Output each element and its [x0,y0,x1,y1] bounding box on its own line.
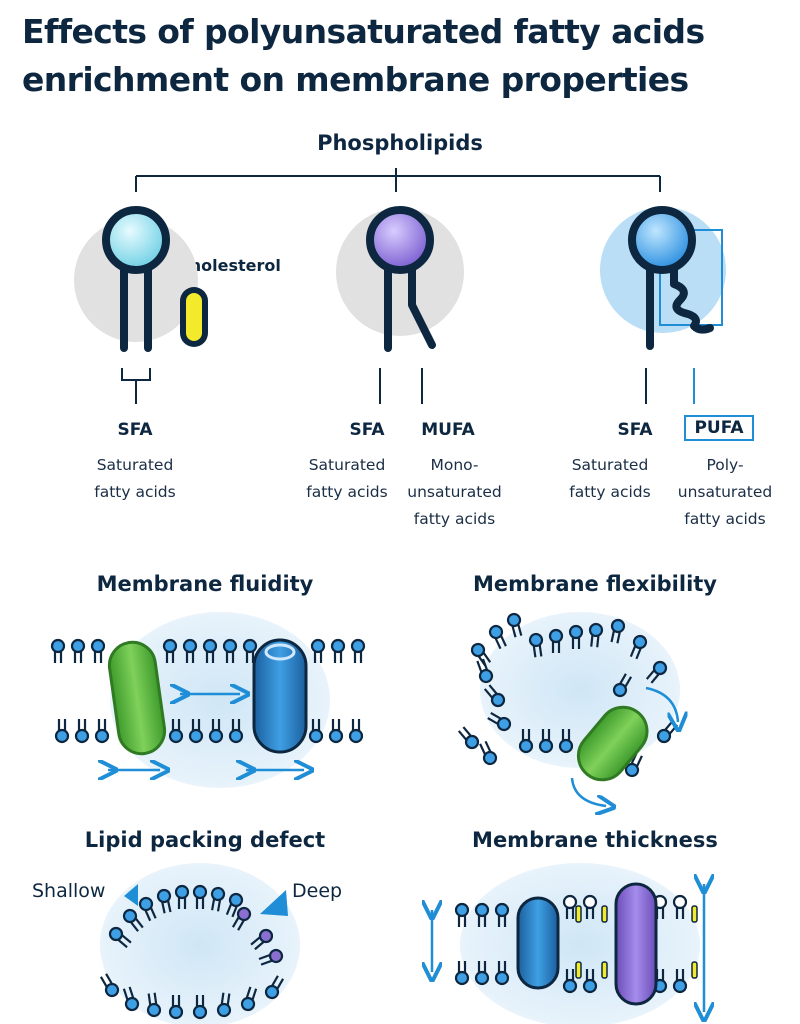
pufa-highlight-box: PUFA [684,415,754,441]
phospholipids-bracket [135,168,661,192]
shallow-triangle [124,884,138,906]
fa-label-mufa: MUFA [421,420,475,440]
fa-desc-sfa-2: Saturated fatty acids [306,456,388,501]
green-rod-flexibility [576,705,649,782]
purple-rod-thickness [614,882,658,1006]
cholesterol-rod [180,287,208,347]
fa-label-pufa: PUFA [664,415,774,441]
section-title-fluidity: Membrane fluidity [96,572,314,596]
fa-desc-sfa-3: Saturated fatty acids [569,456,651,501]
fa-desc-pufa: Poly-unsaturated fatty acids [677,456,773,528]
fa-label-sfa-2: SFA [349,420,385,440]
fa-label-sfa-1: SFA [117,420,153,440]
cholesterol-label: Cholesterol [178,256,281,275]
section-title-packing: Lipid packing defect [84,828,326,852]
section-title-flexibility: Membrane flexibility [473,572,717,596]
blue-rod-fluidity [252,638,308,754]
fluidity-diagram [50,612,366,788]
fa-desc-mufa: Mono-unsaturated fatty acids [407,456,502,528]
phospholipid-mufa [336,206,464,352]
shallow-label: Shallow [32,880,106,902]
packing-defect-diagram [97,863,300,1024]
phospholipid-sfa [74,206,198,352]
blue-rod-thickness [516,896,560,990]
thickness-diagram [432,863,704,1024]
fa-connectors [121,368,647,404]
deep-label: Deep [292,880,343,902]
section-title-thickness: Membrane thickness [472,828,718,852]
page-title: Effects of polyunsaturated fatty acids e… [22,12,705,99]
fa-desc-sfa-1: Saturated fatty acids [94,456,176,501]
phospholipids-label: Phospholipids [317,131,483,155]
phospholipid-pufa [600,206,726,350]
fa-label-sfa-3: SFA [617,420,653,440]
deep-triangle [260,890,288,916]
green-rod-fluidity [107,640,167,756]
flexibility-diagram [455,611,680,806]
